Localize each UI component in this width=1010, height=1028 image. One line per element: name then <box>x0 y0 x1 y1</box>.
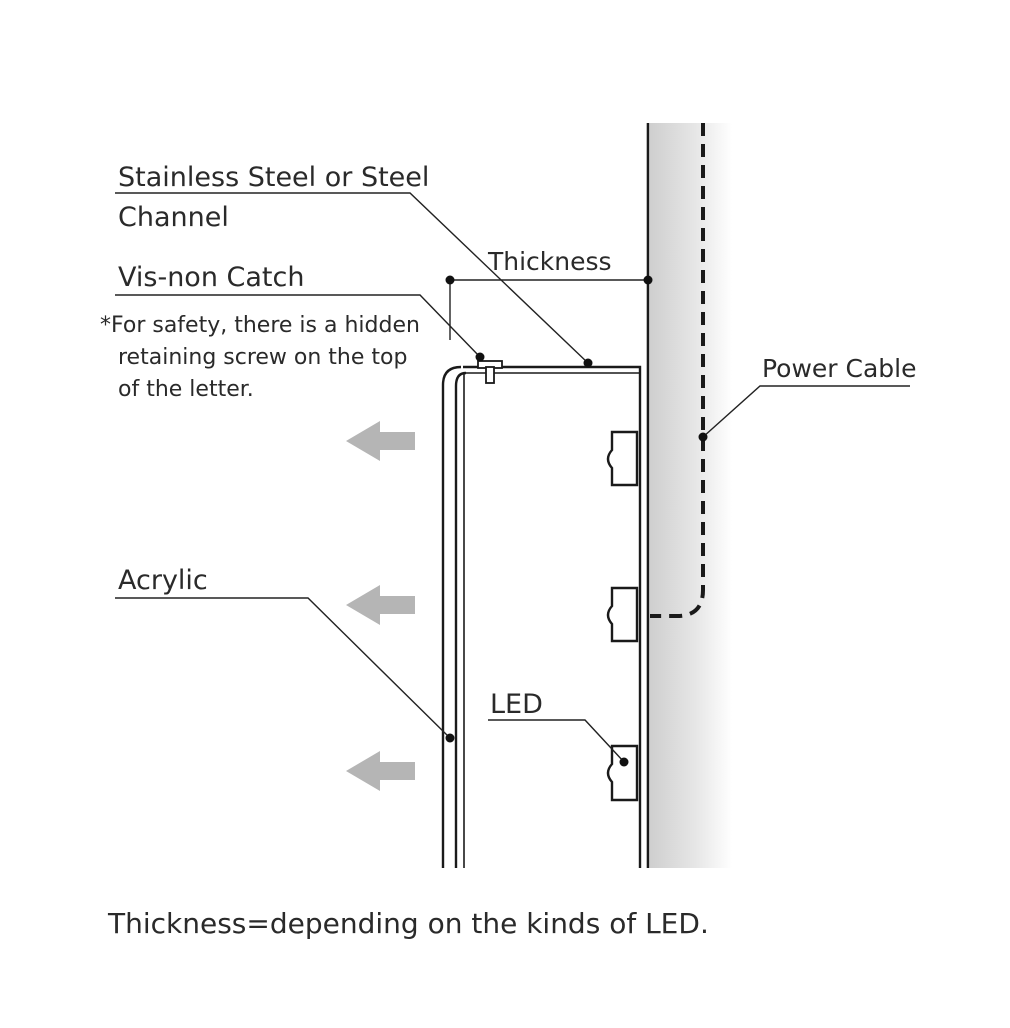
power-cable <box>650 123 705 618</box>
safety-note-line3: of the letter. <box>118 377 254 402</box>
channel-top <box>463 365 642 868</box>
light-arrow <box>346 421 415 461</box>
led-label: LED <box>490 689 543 720</box>
acrylic-label: Acrylic <box>118 565 208 596</box>
led-module <box>606 430 639 487</box>
acrylic-face <box>441 365 462 868</box>
thickness-end-dot <box>643 275 653 285</box>
channel-label-line2: Channel <box>118 202 229 233</box>
thickness-label: Thickness <box>487 247 612 276</box>
power-cable-label: Power Cable <box>762 354 917 383</box>
light-arrow <box>346 751 415 791</box>
led-module <box>606 744 639 802</box>
channel-leader <box>115 192 589 364</box>
power-cable-leader-dot <box>698 432 708 442</box>
led-leader-dot <box>619 757 629 767</box>
acrylic-leader <box>115 597 451 739</box>
catch-screw <box>485 366 495 384</box>
channel-leader-dot <box>583 358 593 368</box>
catch-leader-dot <box>475 352 485 362</box>
acrylic-leader-dot <box>445 733 455 743</box>
led-leader <box>488 719 625 763</box>
safety-note-line1: *For safety, there is a hidden <box>100 313 420 338</box>
catch-leader <box>115 294 481 358</box>
led-module <box>606 586 639 643</box>
thickness-start-dot <box>445 275 455 285</box>
safety-note-line2: retaining screw on the top <box>118 345 407 370</box>
catch-label: Vis-non Catch <box>118 262 304 293</box>
light-arrow <box>346 585 415 625</box>
wall-shading <box>650 123 732 868</box>
power-cable-leader <box>702 385 910 438</box>
caption: Thickness=depending on the kinds of LED. <box>107 907 709 940</box>
channel-label-line1: Stainless Steel or Steel <box>118 162 429 193</box>
